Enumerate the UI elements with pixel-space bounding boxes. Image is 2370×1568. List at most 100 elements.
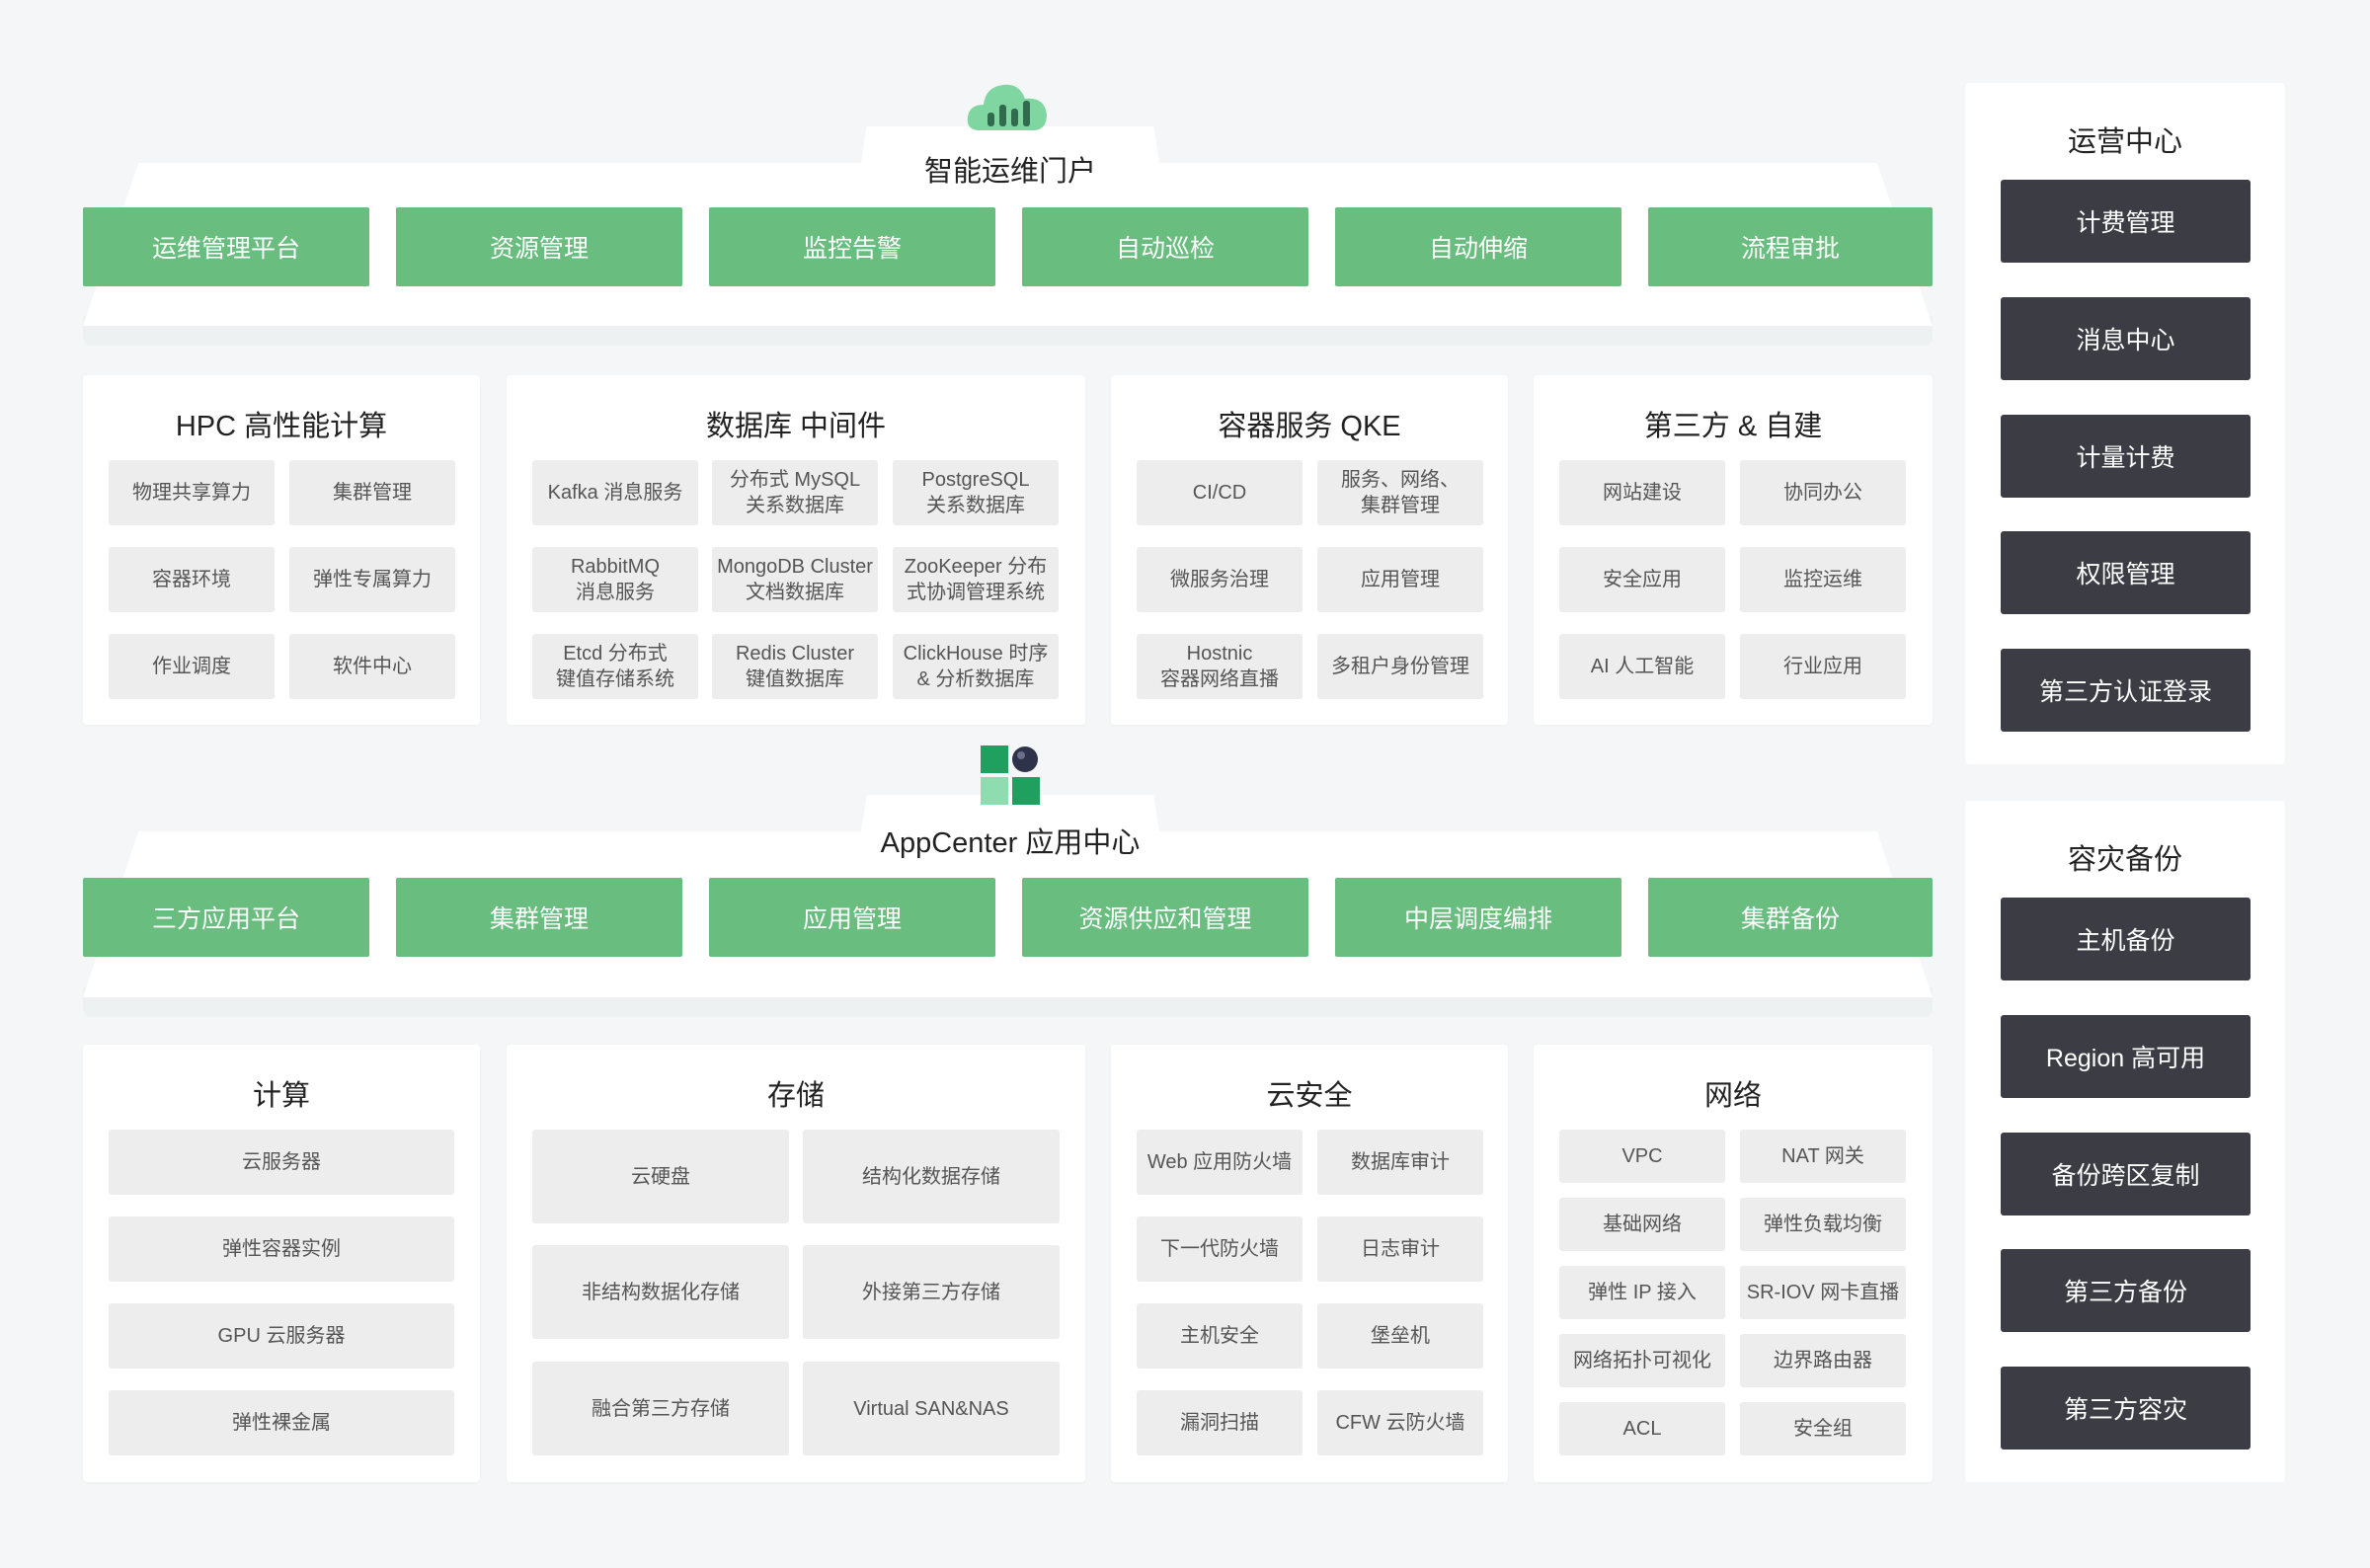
appcenter-platform-tray	[83, 831, 1933, 997]
third-party-cell[interactable]: 行业应用	[1740, 634, 1906, 699]
database-cell[interactable]: ClickHouse 时序 & 分析数据库	[893, 634, 1059, 699]
network-cell[interactable]: SR-IOV 网卡直播	[1740, 1266, 1906, 1319]
database-cell[interactable]: 分布式 MySQL 关系数据库	[712, 460, 878, 525]
portal-button-auto-scale[interactable]: 自动伸缩	[1335, 207, 1621, 286]
appcenter-button-resource-supply[interactable]: 资源供应和管理	[1022, 878, 1308, 957]
database-cell[interactable]: Redis Cluster 键值数据库	[712, 634, 878, 699]
container-cell[interactable]: 多租户身份管理	[1317, 634, 1483, 699]
third-party-cell[interactable]: AI 人工智能	[1559, 634, 1725, 699]
hpc-cell[interactable]: 弹性专属算力	[289, 547, 455, 612]
portal-button-auto-inspect[interactable]: 自动巡检	[1022, 207, 1308, 286]
backup-button-third-party-backup[interactable]: 第三方备份	[2001, 1249, 2251, 1332]
security-cell[interactable]: 下一代防火墙	[1137, 1216, 1303, 1282]
container-qke-panel: 容器服务 QKE CI/CD 服务、网络、 集群管理 微服务治理 应用管理 Ho…	[1111, 375, 1508, 725]
compute-cell[interactable]: 弹性裸金属	[109, 1390, 454, 1455]
disaster-backup-title: 容灾备份	[2067, 844, 2182, 876]
third-party-cell[interactable]: 协同办公	[1740, 460, 1906, 525]
storage-cell[interactable]: 融合第三方存储	[532, 1362, 789, 1455]
cloud-analytics-icon	[967, 84, 1047, 130]
network-cell[interactable]: 基础网络	[1559, 1198, 1725, 1251]
database-cell[interactable]: RabbitMQ 消息服务	[532, 547, 698, 612]
third-party-panel: 第三方 & 自建 网站建设 协同办公 安全应用 监控运维 AI 人工智能 行业应…	[1534, 375, 1933, 725]
hpc-cell[interactable]: 容器环境	[109, 547, 275, 612]
ops-center-panel: 运营中心 计费管理 消息中心 计量计费 权限管理 第三方认证登录	[1965, 83, 2285, 764]
compute-cell[interactable]: GPU 云服务器	[109, 1303, 454, 1369]
portal-title: 智能运维门户	[923, 156, 1096, 188]
storage-cell[interactable]: Virtual SAN&NAS	[803, 1362, 1060, 1455]
hpc-panel: HPC 高性能计算 物理共享算力 集群管理 容器环境 弹性专属算力 作业调度 软…	[83, 375, 480, 725]
container-cell[interactable]: 微服务治理	[1137, 547, 1303, 612]
backup-button-host[interactable]: 主机备份	[2001, 898, 2251, 980]
portal-button-workflow-approval[interactable]: 流程审批	[1648, 207, 1933, 286]
third-party-panel-title: 第三方 & 自建	[1643, 411, 1823, 442]
appcenter-button-cluster-backup[interactable]: 集群备份	[1648, 878, 1933, 957]
network-cell[interactable]: ACL	[1559, 1402, 1725, 1455]
portal-button-monitor-alert[interactable]: 监控告警	[709, 207, 995, 286]
hpc-cell[interactable]: 软件中心	[289, 634, 455, 699]
storage-cell[interactable]: 云硬盘	[532, 1130, 789, 1223]
ops-center-button-metering[interactable]: 计量计费	[2001, 415, 2251, 498]
storage-cell[interactable]: 结构化数据存储	[803, 1130, 1060, 1223]
database-cell[interactable]: Kafka 消息服务	[532, 460, 698, 525]
portal-button-ops-platform[interactable]: 运维管理平台	[83, 207, 369, 286]
storage-panel: 存储 云硬盘 结构化数据存储 非结构数据化存储 外接第三方存储 融合第三方存储 …	[507, 1045, 1085, 1482]
database-cell[interactable]: MongoDB Cluster 文档数据库	[712, 547, 878, 612]
security-cell[interactable]: Web 应用防火墙	[1137, 1130, 1303, 1195]
ops-center-button-permissions[interactable]: 权限管理	[2001, 531, 2251, 614]
security-cell[interactable]: CFW 云防火墙	[1317, 1390, 1483, 1455]
appcenter-blocks-icon	[981, 745, 1040, 805]
ops-center-button-messages[interactable]: 消息中心	[2001, 297, 2251, 380]
third-party-cell[interactable]: 监控运维	[1740, 547, 1906, 612]
compute-cell[interactable]: 云服务器	[109, 1130, 454, 1195]
security-panel-title: 云安全	[1266, 1080, 1353, 1112]
ops-center-button-third-party-login[interactable]: 第三方认证登录	[2001, 649, 2251, 732]
security-cell[interactable]: 主机安全	[1137, 1303, 1303, 1369]
network-cell[interactable]: VPC	[1559, 1130, 1725, 1183]
network-cell[interactable]: 网络拓扑可视化	[1559, 1334, 1725, 1387]
disaster-backup-panel: 容灾备份 主机备份 Region 高可用 备份跨区复制 第三方备份 第三方容灾	[1965, 801, 2285, 1482]
compute-cell[interactable]: 弹性容器实例	[109, 1216, 454, 1282]
portal-platform-tray	[83, 163, 1933, 326]
container-cell[interactable]: Hostnic 容器网络直播	[1137, 634, 1303, 699]
compute-panel: 计算 云服务器 弹性容器实例 GPU 云服务器 弹性裸金属	[83, 1045, 480, 1482]
container-cell[interactable]: CI/CD	[1137, 460, 1303, 525]
third-party-cell[interactable]: 网站建设	[1559, 460, 1725, 525]
appcenter-title-tab	[859, 795, 1161, 844]
storage-cell[interactable]: 非结构数据化存储	[532, 1245, 789, 1339]
security-cell[interactable]: 漏洞扫描	[1137, 1390, 1303, 1455]
third-party-cell[interactable]: 安全应用	[1559, 547, 1725, 612]
backup-button-third-party-dr[interactable]: 第三方容灾	[2001, 1367, 2251, 1450]
storage-cell[interactable]: 外接第三方存储	[803, 1245, 1060, 1339]
network-cell[interactable]: 弹性负载均衡	[1740, 1198, 1906, 1251]
appcenter-button-third-party-platform[interactable]: 三方应用平台	[83, 878, 369, 957]
appcenter-button-scheduling[interactable]: 中层调度编排	[1335, 878, 1621, 957]
network-cell[interactable]: 边界路由器	[1740, 1334, 1906, 1387]
network-cell[interactable]: 安全组	[1740, 1402, 1906, 1455]
appcenter-button-cluster-mgmt[interactable]: 集群管理	[396, 878, 682, 957]
database-middleware-panel: 数据库 中间件 Kafka 消息服务 分布式 MySQL 关系数据库 Postg…	[507, 375, 1085, 725]
network-cell[interactable]: NAT 网关	[1740, 1130, 1906, 1183]
database-cell[interactable]: PostgreSQL 关系数据库	[893, 460, 1059, 525]
hpc-cell[interactable]: 作业调度	[109, 634, 275, 699]
hpc-cell[interactable]: 集群管理	[289, 460, 455, 525]
portal-title-tab	[859, 126, 1161, 176]
security-cell[interactable]: 日志审计	[1317, 1216, 1483, 1282]
hpc-cell[interactable]: 物理共享算力	[109, 460, 275, 525]
compute-panel-title: 计算	[252, 1080, 310, 1112]
container-cell[interactable]: 应用管理	[1317, 547, 1483, 612]
backup-button-region-ha[interactable]: Region 高可用	[2001, 1015, 2251, 1098]
container-cell[interactable]: 服务、网络、 集群管理	[1317, 460, 1483, 525]
database-panel-title: 数据库 中间件	[705, 411, 887, 442]
appcenter-button-row: 三方应用平台 集群管理 应用管理 资源供应和管理 中层调度编排 集群备份	[83, 878, 1933, 957]
database-cell[interactable]: Etcd 分布式 键值存储系统	[532, 634, 698, 699]
security-cell[interactable]: 数据库审计	[1317, 1130, 1483, 1195]
network-cell[interactable]: 弹性 IP 接入	[1559, 1266, 1725, 1319]
security-cell[interactable]: 堡垒机	[1317, 1303, 1483, 1369]
portal-button-row: 运维管理平台 资源管理 监控告警 自动巡检 自动伸缩 流程审批	[83, 207, 1933, 286]
database-cell[interactable]: ZooKeeper 分布 式协调管理系统	[893, 547, 1059, 612]
portal-button-resource-mgmt[interactable]: 资源管理	[396, 207, 682, 286]
backup-button-cross-region[interactable]: 备份跨区复制	[2001, 1133, 2251, 1215]
appcenter-button-app-mgmt[interactable]: 应用管理	[709, 878, 995, 957]
cloud-security-panel: 云安全 Web 应用防火墙 数据库审计 下一代防火墙 日志审计 主机安全 堡垒机…	[1111, 1045, 1508, 1482]
ops-center-button-billing[interactable]: 计费管理	[2001, 180, 2251, 263]
